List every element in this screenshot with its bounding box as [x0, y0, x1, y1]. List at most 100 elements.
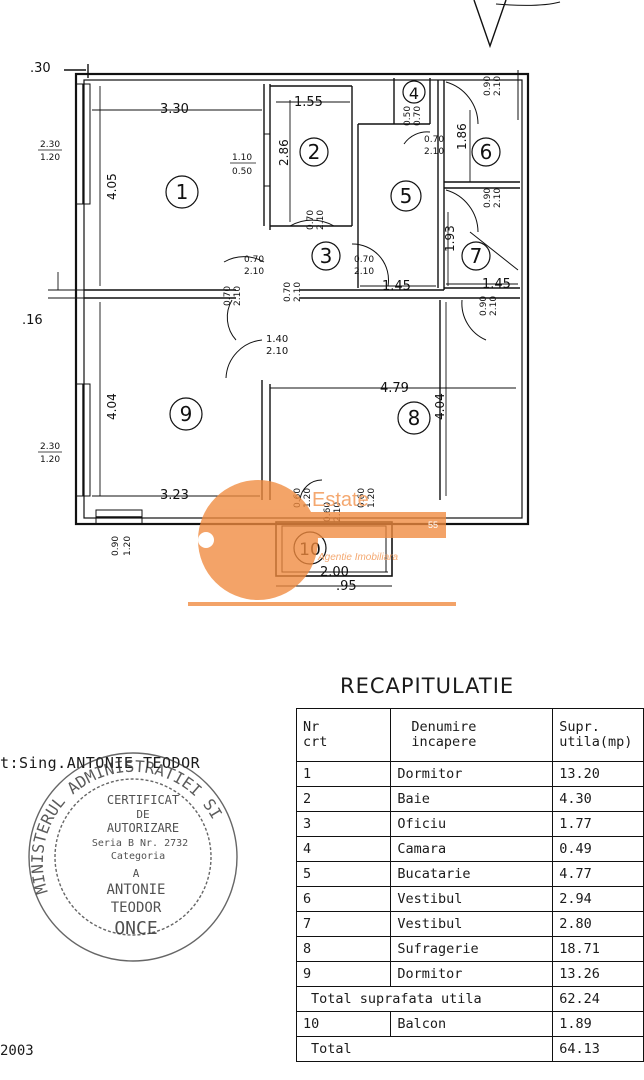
door-label: 0.70 — [413, 106, 423, 126]
dimension-label: 1.45 — [382, 279, 411, 294]
table-row: 8 Sufragerie 18.71 — [295, 936, 644, 962]
room-number: 9 — [180, 402, 193, 426]
table-row: 3 Oficiu 1.77 — [295, 811, 644, 837]
window-label: 0.50 — [232, 167, 252, 177]
cell-name: Oficiu — [390, 811, 554, 837]
door-label: 2.10 — [244, 267, 264, 277]
table-row: 5 Bucatarie 4.77 — [295, 861, 644, 887]
stamp-line: A — [133, 867, 140, 880]
window-label: 2.30 — [40, 140, 60, 150]
room-number: 6 — [480, 140, 493, 164]
dimension-label: 3.23 — [160, 488, 189, 503]
dimension-label: 1.45 — [482, 277, 511, 292]
cell-name: Dormitor — [390, 761, 554, 787]
architect-name: t:Sing.ANTONIE TEODOR — [0, 754, 201, 772]
door-label: 2.10 — [293, 282, 303, 302]
cell-name: Vestibul — [390, 886, 554, 912]
room-number: 3 — [320, 244, 333, 268]
dimension-label: 4.05 — [105, 173, 119, 200]
door-label: 2.10 — [424, 147, 444, 157]
table-row: 10 Balcon 1.89 — [295, 1011, 644, 1037]
dimension-label: .16 — [22, 313, 43, 328]
dimension-label: 2.00 — [320, 565, 349, 580]
dimension-label: 1.55 — [294, 95, 323, 110]
room-number: 2 — [308, 140, 321, 164]
header-area: Supr. utila(mp) — [552, 708, 644, 762]
stamp-line: TEODOR — [111, 900, 162, 916]
cell-nr: 10 — [295, 1011, 392, 1037]
header-name: Denumire incapere — [390, 708, 554, 762]
window-label: 1.20 — [40, 455, 60, 465]
door-label: 0.70 — [244, 255, 264, 265]
door-label: 0.60 — [357, 488, 367, 508]
room-number: 4 — [409, 84, 419, 103]
cell-name: Sufragerie — [390, 936, 554, 962]
door-label: 0.70 — [306, 210, 316, 230]
cell-area: 0.49 — [552, 836, 644, 862]
table-row: 1 Dormitor 13.20 — [295, 761, 644, 787]
door-label: 0.90 — [483, 188, 493, 208]
stamp-line: CERTIFICAT — [107, 793, 179, 807]
cell-area: 13.20 — [552, 761, 644, 787]
cell-area: 4.30 — [552, 786, 644, 812]
total-util-label: Total suprafata utila — [295, 986, 554, 1012]
door-label: 2.10 — [333, 502, 343, 522]
stamp-line: DE — [136, 808, 149, 821]
stamp-line: ANTONIE — [106, 882, 165, 898]
dimension-label: 2.10 — [266, 346, 288, 357]
door-label: 0.70 — [354, 255, 374, 265]
door-label: 2.10 — [354, 267, 374, 277]
logo-mark: 55 — [428, 520, 438, 530]
table-header-row: Nr crt Denumire incapere Supr. utila(mp) — [295, 708, 644, 762]
table-row: 9 Dormitor 13.26 — [295, 961, 644, 987]
door-label: 0.70 — [283, 282, 293, 302]
total-label: Total — [295, 1036, 554, 1062]
cell-area: 1.77 — [552, 811, 644, 837]
dimension-label: 3.30 — [160, 102, 189, 117]
window-label: 1.20 — [40, 153, 60, 163]
total-util-row: Total suprafata utila 62.24 — [295, 986, 644, 1012]
cell-name: Camara — [390, 836, 554, 862]
cell-area: 18.71 — [552, 936, 644, 962]
table-row: 7 Vestibul 2.80 — [295, 911, 644, 937]
cell-nr: 8 — [295, 936, 392, 962]
dimension-label: 4.04 — [433, 393, 447, 420]
dimension-label: 1.40 — [266, 334, 288, 345]
window-label: 2.30 — [40, 442, 60, 452]
north-arrow-icon — [473, 0, 507, 49]
door-label: 2.10 — [489, 296, 499, 316]
total-util-value: 62.24 — [552, 986, 644, 1012]
total-row: Total 64.13 — [295, 1036, 644, 1062]
cell-name: Balcon — [390, 1011, 554, 1037]
cell-nr: 6 — [295, 886, 392, 912]
agency-logo: Estate 55 Agentie Imobiliara — [188, 480, 456, 606]
door-label: 0.60 — [323, 502, 333, 522]
table-row: 4 Camara 0.49 — [295, 836, 644, 862]
cell-area: 1.89 — [552, 1011, 644, 1037]
logo-name: Estate — [312, 489, 369, 511]
room-number: 5 — [400, 184, 413, 208]
cell-area: 2.80 — [552, 911, 644, 937]
dimension-label: .30 — [30, 61, 51, 76]
recap-table: Nr crt Denumire incapere Supr. utila(mp)… — [295, 708, 644, 1062]
stamp-line: Seria B Nr. 2732 — [92, 838, 188, 849]
cell-nr: 5 — [295, 861, 392, 887]
room-number: 1 — [176, 180, 189, 204]
door-label: 1.20 — [367, 488, 377, 508]
cell-nr: 1 — [295, 761, 392, 787]
recap-title: RECAPITULATIE — [340, 674, 515, 698]
door-label: 2.10 — [316, 210, 326, 230]
door-label: 0.90 — [483, 76, 493, 96]
cell-nr: 2 — [295, 786, 392, 812]
door-label: 0.50 — [403, 106, 413, 126]
table-row: 2 Baie 4.30 — [295, 786, 644, 812]
authorization-stamp: MINISTERUL ADMINISTRATIEI SI CERTIFICAT … — [28, 752, 238, 962]
dimension-label: 1.86 — [455, 123, 469, 150]
header-nr: Nr crt — [295, 708, 392, 762]
cell-name: Dormitor — [390, 961, 554, 987]
door-label: 2.10 — [493, 76, 503, 96]
key-logo-icon — [198, 480, 318, 600]
table-row: 6 Vestibul 2.94 — [295, 886, 644, 912]
window-label: 0.90 — [111, 536, 121, 556]
dimension-label: 4.79 — [380, 381, 409, 396]
